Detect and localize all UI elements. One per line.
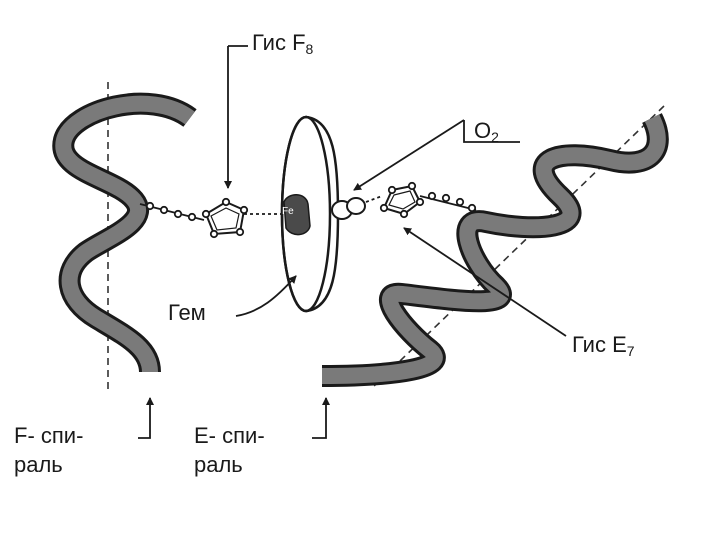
label-f-helix-line2: раль: [14, 452, 63, 478]
f-helix-ribbon: [52, 92, 197, 374]
e-helix-callout: [312, 397, 330, 439]
f-helix-callout: [138, 397, 154, 439]
label-e-helix-line2: раль: [194, 452, 243, 478]
heme-disk: [280, 115, 340, 313]
e-helix-ribbon: [321, 113, 669, 387]
his-e7-callout: [403, 227, 567, 337]
label-his-f8: Гис F8: [252, 30, 314, 57]
label-e-helix: E- спи- раль: [194, 424, 265, 476]
histidine-f8: [139, 197, 284, 239]
label-fe: Fe: [282, 206, 294, 217]
o2-callout: [353, 119, 520, 191]
heme-callout: [235, 275, 297, 317]
label-his-e7: Гис E7: [572, 332, 635, 359]
o2-molecule: [331, 197, 366, 220]
his-f8-callout: [224, 45, 248, 189]
label-f-helix-line1: F- спи-: [14, 423, 84, 448]
label-o2: O2: [474, 118, 499, 145]
label-f-helix: F- спи- раль: [14, 424, 83, 476]
label-heme: Гем: [168, 300, 206, 325]
histidine-e7: [365, 181, 477, 219]
fe-atom: [283, 194, 311, 236]
label-e-helix-line1: E- спи-: [194, 423, 265, 448]
